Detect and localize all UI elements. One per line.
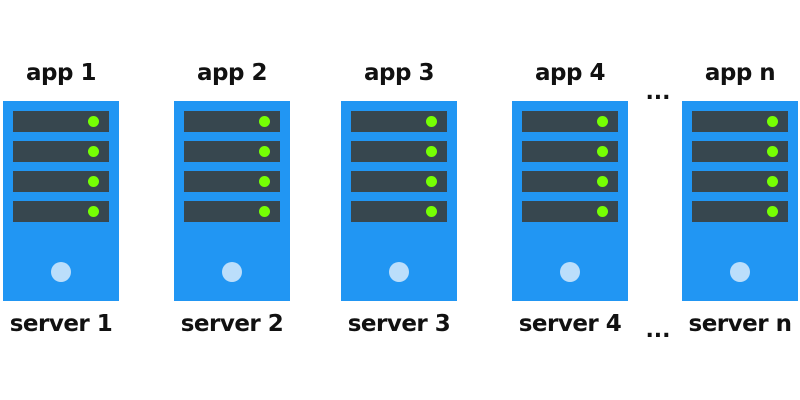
power-button-icon <box>730 262 750 282</box>
server-label: server n <box>688 311 792 337</box>
rack-slot <box>351 201 447 222</box>
status-led-icon <box>597 206 608 217</box>
rack-slot <box>13 111 109 132</box>
server-label: server 2 <box>180 311 284 337</box>
status-led-icon <box>88 206 99 217</box>
power-button-icon <box>51 262 71 282</box>
status-led-icon <box>767 116 778 127</box>
rack-slot <box>522 141 618 162</box>
status-led-icon <box>767 176 778 187</box>
server-tower-icon <box>3 101 119 301</box>
status-led-icon <box>426 116 437 127</box>
server-unit-n: app n server n <box>682 0 798 400</box>
rack-slot <box>351 141 447 162</box>
status-led-icon <box>597 146 608 157</box>
rack-slot <box>522 111 618 132</box>
rack-slot <box>351 171 447 192</box>
status-led-icon <box>597 116 608 127</box>
rack-slot <box>184 141 280 162</box>
status-led-icon <box>426 146 437 157</box>
app-label: app n <box>704 60 776 86</box>
power-button-icon <box>222 262 242 282</box>
status-led-icon <box>259 146 270 157</box>
status-led-icon <box>426 176 437 187</box>
status-led-icon <box>88 176 99 187</box>
server-unit-4: app 4 server 4 <box>512 0 628 400</box>
server-label: server 1 <box>9 311 113 337</box>
rack-slot <box>13 141 109 162</box>
server-tower-icon <box>512 101 628 301</box>
server-tower-icon <box>174 101 290 301</box>
status-led-icon <box>597 176 608 187</box>
status-led-icon <box>259 116 270 127</box>
server-label: server 3 <box>347 311 451 337</box>
rack-slot <box>522 201 618 222</box>
status-led-icon <box>767 206 778 217</box>
rack-slot <box>184 171 280 192</box>
rack-slot <box>13 201 109 222</box>
ellipsis-bottom: ... <box>645 318 671 343</box>
rack-slot <box>692 111 788 132</box>
rack-slot <box>184 111 280 132</box>
status-led-icon <box>426 206 437 217</box>
server-tower-icon <box>341 101 457 301</box>
server-tower-icon <box>682 101 798 301</box>
rack-slot <box>522 171 618 192</box>
status-led-icon <box>259 206 270 217</box>
status-led-icon <box>88 116 99 127</box>
rack-slot <box>692 201 788 222</box>
app-label: app 4 <box>535 60 605 86</box>
rack-slot <box>13 171 109 192</box>
power-button-icon <box>560 262 580 282</box>
rack-slot <box>692 171 788 192</box>
server-label: server 4 <box>518 311 622 337</box>
status-led-icon <box>259 176 270 187</box>
ellipsis-top: ... <box>645 80 671 105</box>
app-label: app 1 <box>26 60 96 86</box>
rack-slot <box>692 141 788 162</box>
rack-slot <box>184 201 280 222</box>
server-unit-1: app 1 server 1 <box>3 0 119 400</box>
server-unit-3: app 3 server 3 <box>341 0 457 400</box>
app-label: app 3 <box>364 60 434 86</box>
app-label: app 2 <box>197 60 267 86</box>
status-led-icon <box>88 146 99 157</box>
status-led-icon <box>767 146 778 157</box>
power-button-icon <box>389 262 409 282</box>
server-unit-2: app 2 server 2 <box>174 0 290 400</box>
rack-slot <box>351 111 447 132</box>
